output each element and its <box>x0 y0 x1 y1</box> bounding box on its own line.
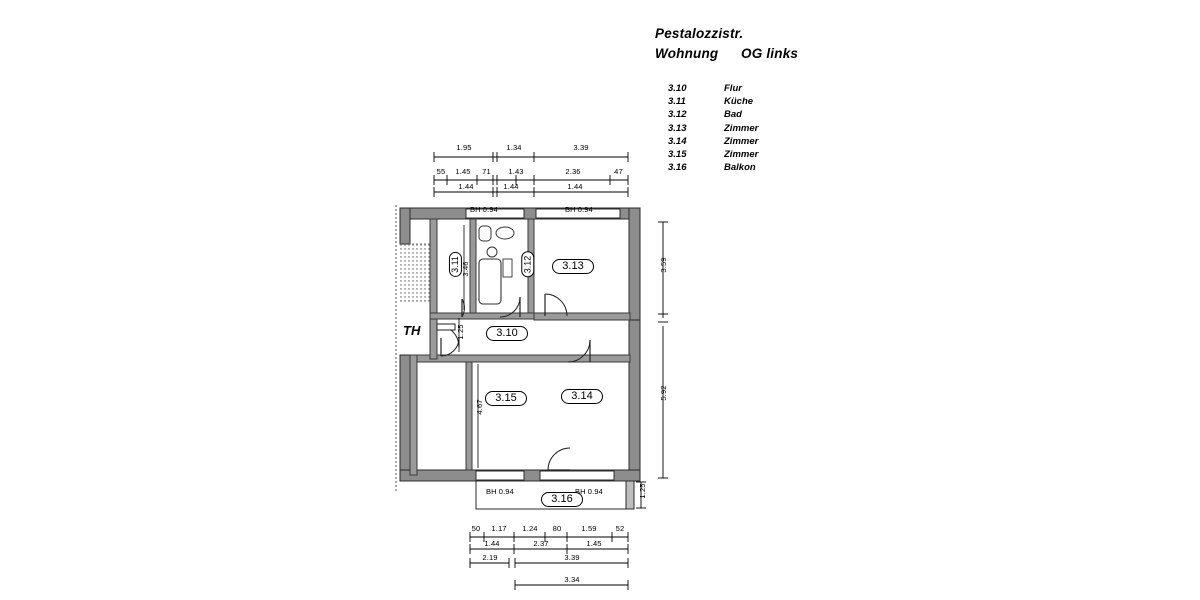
wall-hall-bottom <box>409 354 631 363</box>
dim-right-lower: 5.92 <box>659 385 668 401</box>
wall-zimmer13-bottom <box>533 312 631 321</box>
dim-top2-1: 1.45 <box>455 167 471 176</box>
legend-row: 3.14 Zimmer <box>668 135 758 148</box>
bath-small-fixture <box>486 246 498 258</box>
legend-code: 3.13 <box>668 122 687 134</box>
legend-code: 3.14 <box>668 135 687 147</box>
dim-bottom1-0: 50 <box>471 524 481 533</box>
title-unit-value: OG links <box>741 46 799 61</box>
legend-name: Flur <box>724 83 742 94</box>
dim-bottom1-4: 1.59 <box>581 524 597 533</box>
legend-code: 3.15 <box>668 148 687 160</box>
dim-right-balcony: 1.25 <box>638 483 647 499</box>
dim-top1-0: 1.95 <box>456 143 472 152</box>
bh-label-top-right: BH 0.94 <box>565 205 593 214</box>
stairwell-hatch <box>400 244 434 301</box>
legend-row: 3.15 Zimmer <box>668 148 758 161</box>
dim-top2-3: 1.43 <box>508 167 524 176</box>
dim-top2-2: 71 <box>482 167 491 176</box>
legend-row: 3.11 Küche <box>668 95 758 108</box>
legend-name: Bad <box>724 109 742 121</box>
title-street: Pestalozzistr. <box>655 26 744 41</box>
window-bottom-left <box>475 470 525 481</box>
dim-top1-1: 1.34 <box>506 143 522 152</box>
title-block: Pestalozzistr. Wohnung OG links <box>655 24 995 64</box>
legend-code: 3.12 <box>668 109 687 121</box>
dim-bottom1-2: 1.24 <box>522 524 538 533</box>
room-badge-3-13: 3.13 <box>552 259 594 274</box>
dim-right-upper: 3.59 <box>659 257 668 273</box>
legend-code: 3.10 <box>668 83 687 94</box>
door-leaf-entry <box>436 323 456 331</box>
title-unit: Wohnung OG links <box>655 44 995 64</box>
door-arc-bath <box>499 296 521 318</box>
dim-top1-2: 3.39 <box>573 143 589 152</box>
legend-row: 3.16 Balkon <box>668 161 758 174</box>
wall-between-3-15-3-14 <box>465 361 473 471</box>
wc-fixture <box>478 225 492 242</box>
dim-room-depth: 4.67 <box>475 399 484 415</box>
wall-3-15-left <box>409 354 418 476</box>
legend-row: 3.13 Zimmer <box>668 122 758 135</box>
wall-right-upper <box>628 207 641 321</box>
window-bottom-right <box>539 470 615 481</box>
wall-bottom <box>399 469 641 482</box>
dim-bottom2-0: 1.44 <box>484 539 500 548</box>
dim-bottom1-3: 80 <box>552 524 562 533</box>
wall-hall-top <box>429 312 535 320</box>
legend-name: Zimmer <box>724 122 759 134</box>
dim-bottom1-1: 1.17 <box>491 524 507 533</box>
dim-hall-width: 1.25 <box>456 324 465 340</box>
room-badge-3-11: 3.11 <box>448 252 462 277</box>
room-badge-3-15: 3.15 <box>485 391 527 406</box>
washbasin-fixture <box>495 226 515 240</box>
legend-row: 3.12 Bad <box>668 108 758 121</box>
dim-top2-0: 55 <box>436 167 446 176</box>
room-badge-3-12: 3.12 <box>521 251 535 278</box>
dim-top3-2: 1.44 <box>567 182 583 191</box>
door-arc-zimmer14 <box>567 339 591 363</box>
bh-label-bottom-right: BH 0.94 <box>575 487 603 496</box>
dim-bottom1-5: 52 <box>615 524 625 533</box>
dim-bottom3-1: 3.39 <box>564 553 580 562</box>
dim-bottom3-0: 2.19 <box>482 553 498 562</box>
room-badge-3-14: 3.14 <box>561 389 603 404</box>
riser-shaft <box>502 258 513 278</box>
dim-bottom2-1: 2.37 <box>533 539 549 548</box>
wall-hall-left <box>429 318 438 360</box>
dim-bottom2-2: 1.45 <box>586 539 602 548</box>
door-arc-balcony <box>547 447 571 471</box>
dim-top2-4: 2.36 <box>565 167 581 176</box>
wall-left-upper-stub <box>399 207 411 245</box>
wall-top <box>399 207 641 220</box>
wall-kitchen-left <box>429 218 438 320</box>
dim-bottom4-0: 3.34 <box>564 575 580 584</box>
dim-top2-5: 47 <box>614 167 623 176</box>
room-badge-3-10: 3.10 <box>486 326 528 341</box>
bh-label-top-left: BH 0.94 <box>470 205 498 214</box>
door-arc-zimmer13 <box>544 293 568 317</box>
bh-label-bottom-left: BH 0.94 <box>486 487 514 496</box>
legend-name: Balkon <box>724 162 756 174</box>
wall-right-lower <box>628 319 641 481</box>
balcony-rail-right <box>625 480 635 510</box>
wall-kitchen-bath <box>469 218 477 318</box>
room-badge-3-16: 3.16 <box>541 492 583 507</box>
legend-code: 3.11 <box>668 96 686 108</box>
legend-row: 3.10 Flur <box>668 82 758 95</box>
legend-name: Zimmer <box>724 135 759 147</box>
wall-left-lower <box>399 354 411 481</box>
title-unit-label: Wohnung <box>655 46 719 61</box>
door-arc-kitchen <box>461 298 465 318</box>
dim-kitchen-depth: 3.46 <box>461 261 470 277</box>
legend-code: 3.16 <box>668 162 687 174</box>
th-marker: TH <box>403 323 421 338</box>
dim-top3-1: 1.44 <box>503 182 519 191</box>
legend-name: Küche <box>724 96 754 108</box>
dim-top3-0: 1.44 <box>458 182 474 191</box>
bathtub-fixture <box>478 258 502 305</box>
legend-name: Zimmer <box>724 148 759 160</box>
